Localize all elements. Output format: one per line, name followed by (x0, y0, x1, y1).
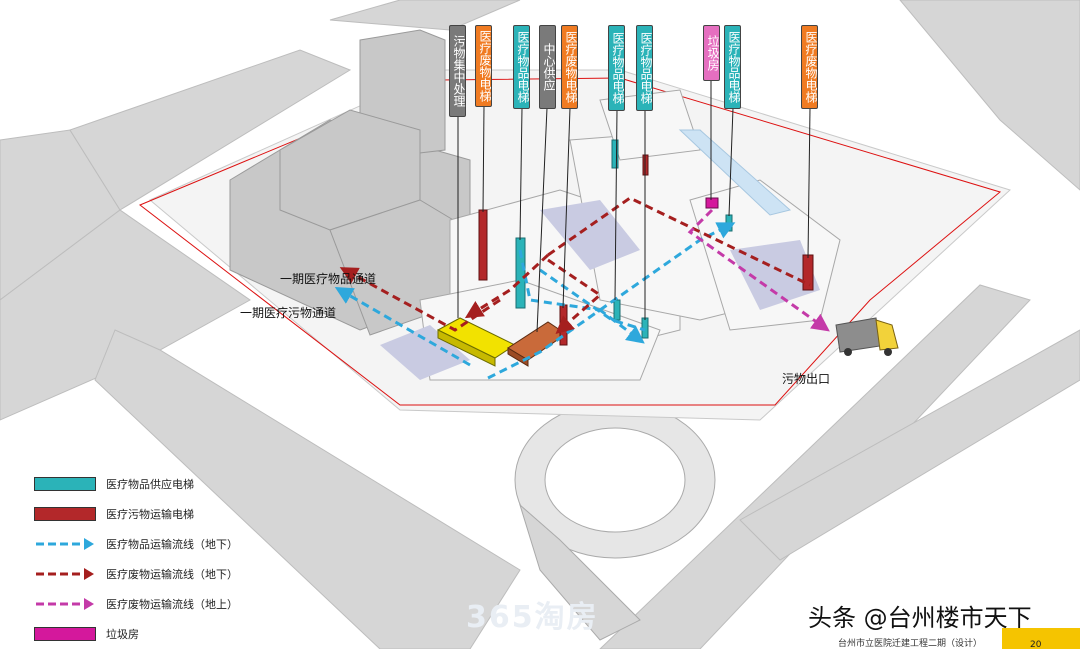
label-central-supply: 中心供应 (539, 25, 556, 109)
label-medical-supply-elevator-1: 医疗物品电梯 (513, 25, 530, 109)
credit-text: 头条 @台州楼市天下 (808, 598, 1032, 633)
label-phase1-supply: 一期医疗物品通道 (280, 270, 376, 287)
legend-item: 垃圾房 (34, 624, 139, 644)
legend-label: 医疗物品供应电梯 (106, 476, 194, 492)
legend-swatch (34, 507, 96, 521)
legend-item: 医疗物品供应电梯 (34, 474, 194, 494)
label-waste-collection: 污物集中处理 (449, 25, 466, 117)
label-medical-supply-elevator-3: 医疗物品电梯 (636, 25, 653, 111)
legend-swatch (34, 627, 96, 641)
legend-item: 医疗物品运输流线（地下） (34, 534, 238, 554)
label-medical-waste-elevator-3: 医疗废物电梯 (801, 25, 818, 109)
legend-item: 医疗污物运输电梯 (34, 504, 194, 524)
legend-label: 垃圾房 (106, 626, 139, 642)
watermark: 365淘房 (466, 592, 599, 636)
label-phase1-waste: 一期医疗污物通道 (240, 304, 336, 321)
footer-caption: 台州市立医院迁建工程二期（设计） (838, 636, 982, 649)
waste-truck (836, 318, 898, 356)
legend-swatch (34, 477, 96, 491)
legend-arrow-icon (34, 537, 96, 551)
legend-item: 医疗废物运输流线（地上） (34, 594, 238, 614)
legend-label: 医疗污物运输电梯 (106, 506, 194, 522)
legend-label: 医疗废物运输流线（地下） (106, 566, 238, 582)
legend-arrow-icon (34, 597, 96, 611)
legend-arrow-icon (34, 567, 96, 581)
legend-item: 医疗废物运输流线（地下） (34, 564, 238, 584)
legend-label: 医疗废物运输流线（地上） (106, 596, 238, 612)
garbage-room (706, 198, 718, 208)
label-medical-supply-elevator-4: 医疗物品电梯 (724, 25, 741, 109)
label-waste-exit: 污物出口 (782, 370, 830, 387)
label-medical-waste-elevator-2: 医疗废物电梯 (561, 25, 578, 109)
label-medical-supply-elevator-2: 医疗物品电梯 (608, 25, 625, 111)
legend-label: 医疗物品运输流线（地下） (106, 536, 238, 552)
label-medical-waste-elevator-1: 医疗废物电梯 (475, 25, 492, 107)
label-garbage-room: 垃圾房 (703, 25, 720, 81)
